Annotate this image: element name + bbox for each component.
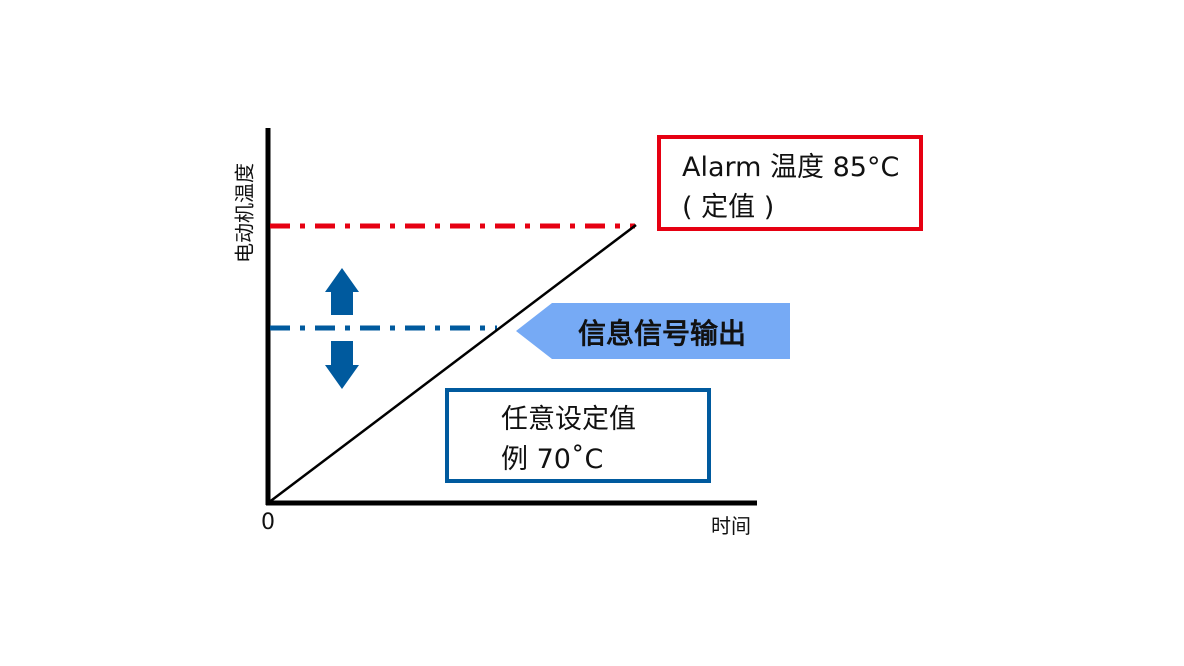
y-axis-label: 电动机温度 (232, 163, 257, 263)
signal-callout-label: 信息信号输出 (578, 317, 747, 350)
origin-label: 0 (261, 510, 275, 535)
alarm-box: Alarm 温度 85°C ( 定值 ) (657, 135, 923, 231)
setpoint-box-line1: 任意设定值 (501, 404, 636, 435)
setpoint-box-line2: 例 70˚C (501, 444, 604, 475)
arrow-down-icon (325, 341, 359, 389)
arrow-up-icon (325, 268, 359, 315)
x-axis-label: 时间 (711, 514, 751, 538)
setpoint-box: 任意设定值 例 70˚C (445, 388, 711, 483)
alarm-box-line2: ( 定值 ) (682, 192, 775, 223)
signal-callout-shape (516, 303, 790, 359)
temperature-rise-line (267, 224, 637, 504)
alarm-box-line1: Alarm 温度 85°C (682, 152, 900, 183)
